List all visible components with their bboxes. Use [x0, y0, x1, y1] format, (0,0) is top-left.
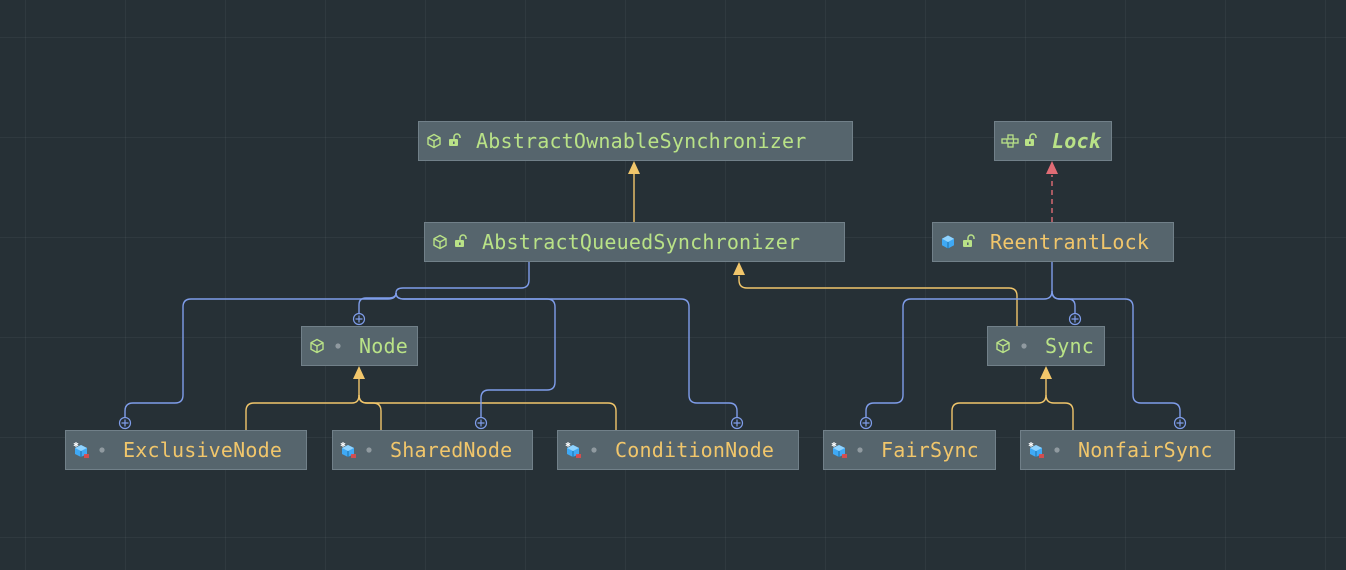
inner-class-marker-cross	[121, 419, 129, 427]
extends-edge-exclusive-node	[245, 379, 360, 430]
public-icon	[1022, 132, 1040, 150]
static-final-class-icon	[339, 441, 357, 459]
class-label: ExclusiveNode	[123, 438, 283, 462]
abstract-class-icon	[425, 132, 443, 150]
abstract-class-icon	[431, 233, 449, 251]
package-private-icon	[1048, 441, 1066, 459]
class-label: FairSync	[881, 438, 979, 462]
class-node-exclusive[interactable]: ExclusiveNode	[65, 430, 307, 470]
static-final-class-icon	[564, 441, 582, 459]
inner-class-marker-cross	[1176, 419, 1184, 427]
class-node-reentrant[interactable]: ReentrantLock	[932, 222, 1174, 262]
extends-edge-fair-sync	[951, 379, 1047, 430]
inner-edge-shared-aqs	[395, 292, 556, 417]
class-label: NonfairSync	[1078, 438, 1213, 462]
extends-edge-condition-node	[358, 394, 617, 430]
implements-arrowhead	[1046, 161, 1058, 174]
inner-edge-node-aqs	[358, 262, 530, 313]
class-node-sync[interactable]: Sync	[987, 326, 1105, 366]
extends-edge-shared-node	[358, 394, 382, 430]
abstract-class-icon	[308, 337, 326, 355]
class-node-condition[interactable]: ConditionNode	[557, 430, 799, 470]
class-node-aqs[interactable]: AbstractQueuedSynchronizer	[424, 222, 845, 262]
inner-edge-nonfair-reentrant	[1051, 290, 1181, 417]
static-final-class-icon	[830, 441, 848, 459]
class-node-lock[interactable]: Lock	[994, 121, 1112, 161]
class-label: AbstractQueuedSynchronizer	[482, 230, 801, 254]
public-icon	[452, 233, 470, 251]
interface-icon	[1001, 132, 1019, 150]
abstract-class-icon	[994, 337, 1012, 355]
class-label: SharedNode	[390, 438, 513, 462]
class-label: Node	[359, 334, 408, 358]
inner-class-marker-cross	[355, 315, 363, 323]
inner-edge-fair-reentrant	[865, 290, 1053, 417]
inner-class-marker-cross	[1071, 315, 1079, 323]
package-private-icon	[1015, 337, 1033, 355]
class-node-aos[interactable]: AbstractOwnableSynchronizer	[418, 121, 853, 161]
class-node-node[interactable]: Node	[301, 326, 418, 366]
package-private-icon	[851, 441, 869, 459]
class-node-fair[interactable]: FairSync	[823, 430, 996, 470]
package-private-icon	[360, 441, 378, 459]
class-node-nonfair[interactable]: NonfairSync	[1020, 430, 1235, 470]
inner-edge-condition-aqs	[395, 292, 738, 417]
package-private-icon	[329, 337, 347, 355]
class-node-shared[interactable]: SharedNode	[332, 430, 533, 470]
interface-label: Lock	[1052, 129, 1101, 153]
extends-arrowhead	[628, 161, 640, 174]
extends-arrowhead	[353, 366, 365, 379]
class-icon	[939, 233, 957, 251]
package-private-icon	[93, 441, 111, 459]
static-final-class-icon	[1027, 441, 1045, 459]
inner-class-marker-cross	[862, 419, 870, 427]
class-label: ConditionNode	[615, 438, 775, 462]
inner-class-marker-cross	[733, 419, 741, 427]
package-private-icon	[585, 441, 603, 459]
extends-arrowhead	[1040, 366, 1052, 379]
extends-arrowhead	[733, 262, 745, 275]
class-label: AbstractOwnableSynchronizer	[476, 129, 807, 153]
static-final-class-icon	[72, 441, 90, 459]
inner-edge-exclusive-aqs	[124, 292, 397, 417]
inner-class-marker-cross	[477, 419, 485, 427]
inner-edge-sync-reentrant	[1051, 262, 1076, 313]
extends-edge-nonfair-sync	[1045, 394, 1074, 430]
extends-edge-sync-aqs	[738, 276, 1018, 326]
edge-layer	[118, 161, 1187, 430]
public-icon	[446, 132, 464, 150]
class-label: Sync	[1045, 334, 1094, 358]
public-icon	[960, 233, 978, 251]
class-label: ReentrantLock	[990, 230, 1150, 254]
